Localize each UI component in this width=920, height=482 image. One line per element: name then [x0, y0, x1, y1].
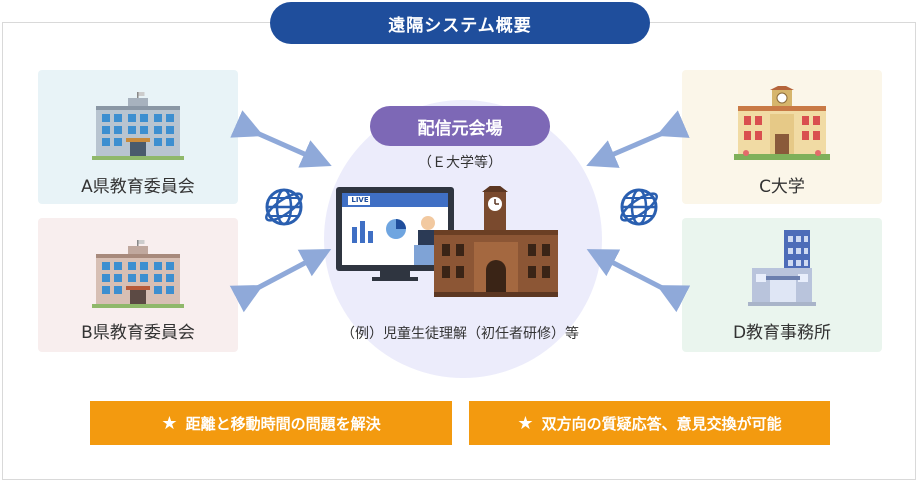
arrow-c-to-center — [586, 110, 690, 168]
office-building-icon — [92, 92, 184, 160]
clock-tower-icon — [434, 186, 558, 297]
node-c-university: C大学 — [682, 70, 882, 204]
star-icon: ★ — [161, 412, 178, 434]
live-badge: LIVE — [351, 196, 369, 204]
globe-network-icon — [265, 188, 303, 226]
office-tower-icon — [748, 230, 816, 306]
arrow-d-to-center — [586, 249, 691, 313]
arrow-a-to-center — [230, 110, 332, 168]
venue-label: 配信元会場 — [370, 106, 550, 146]
benefit-text-2: 双方向の質疑応答、意見交換が可能 — [541, 414, 782, 433]
node-d-label: D教育事務所 — [732, 323, 832, 343]
university-building-icon — [734, 86, 830, 160]
node-a-label: A県教育委員会 — [81, 177, 195, 197]
node-a-board: A県教育委員会 — [38, 70, 238, 204]
star-icon: ★ — [517, 412, 534, 434]
node-b-board: B県教育委員会 — [38, 218, 238, 352]
venue-sub-label: （Ｅ大学等） — [418, 155, 502, 171]
benefit-note-1: ★ 距離と移動時間の問題を解決 — [90, 401, 452, 445]
benefit-text-1: 距離と移動時間の問題を解決 — [185, 414, 381, 433]
monitor-live-icon — [336, 187, 454, 281]
example-caption: （例）児童生徒理解（初任者研修）等 — [341, 326, 579, 342]
office-building-icon — [92, 240, 184, 308]
arrow-b-to-center — [229, 248, 332, 313]
globe-network-icon — [620, 188, 658, 226]
benefit-note-2: ★ 双方向の質疑応答、意見交換が可能 — [469, 401, 830, 445]
node-c-label: C大学 — [759, 177, 805, 197]
node-d-office: D教育事務所 — [682, 218, 882, 352]
node-b-label: B県教育委員会 — [81, 323, 195, 343]
diagram-title: 遠隔システム概要 — [270, 2, 650, 44]
